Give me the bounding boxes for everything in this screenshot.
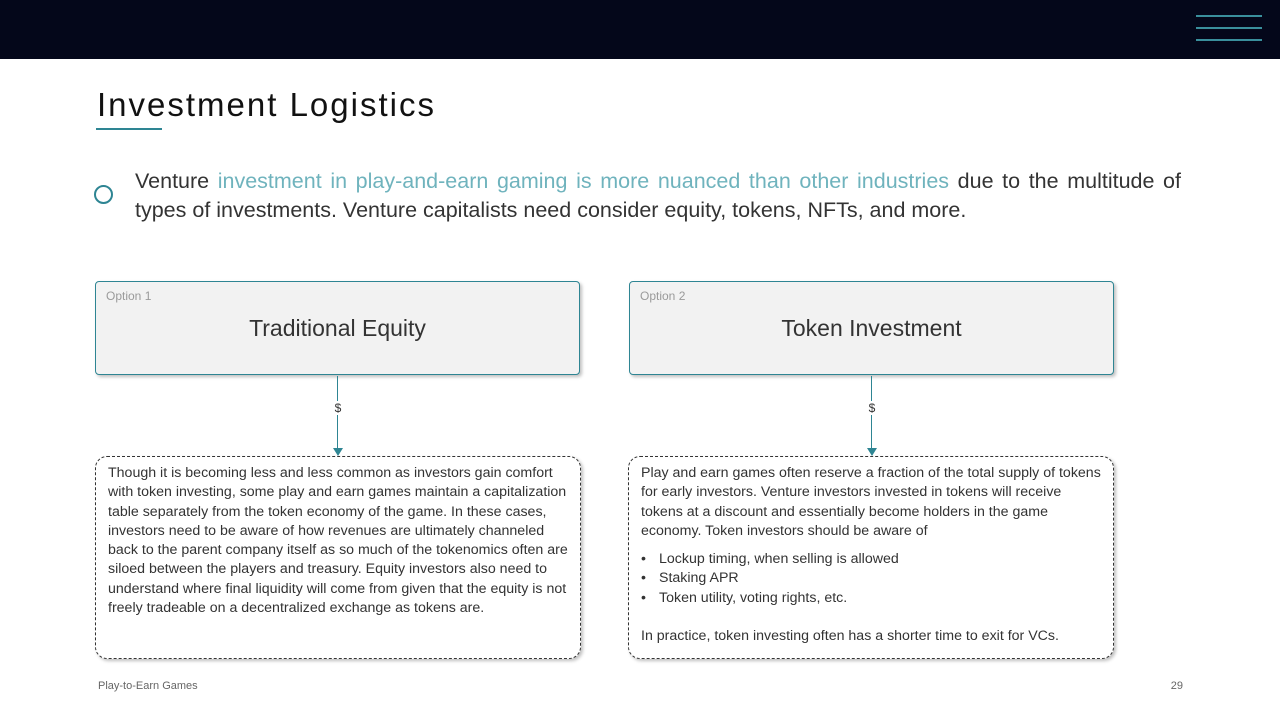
list-item: Token utility, voting rights, etc. — [641, 589, 1101, 609]
option-1-description-box: Though it is becoming less and less comm… — [95, 456, 581, 659]
option-1-label: Option 1 — [106, 289, 152, 303]
title-underline — [96, 128, 162, 130]
footer-title: Play-to-Earn Games — [98, 680, 198, 692]
intro-text-before: Venture — [135, 169, 218, 193]
slide-title: Investment Logistics — [97, 86, 436, 123]
option-2-arrowhead — [867, 448, 877, 456]
intro-text-after: due to the multitude of types of investm… — [135, 169, 1181, 222]
circle-bullet-icon — [94, 185, 113, 204]
option-2-title: Token Investment — [781, 315, 962, 341]
option-1-box: Option 1 Traditional Equity — [95, 281, 580, 375]
option-1-description: Though it is becoming less and less comm… — [108, 465, 568, 617]
option-2-dollar-label: $ — [862, 401, 882, 415]
option-2-description-box: Play and earn games often reserve a frac… — [628, 456, 1114, 659]
list-item: Staking APR — [641, 569, 1101, 589]
option-1-dollar-label: $ — [328, 401, 348, 415]
option-1-arrowhead — [333, 448, 343, 456]
page-number: 29 — [1170, 680, 1183, 692]
option-2-bullet-list: Lockup timing, when selling is allowed S… — [641, 550, 1101, 608]
option-2-box: Option 2 Token Investment — [629, 281, 1114, 375]
intro-highlight: investment in play-and-earn gaming is mo… — [217, 169, 950, 193]
header-bar — [0, 0, 1280, 59]
list-item: Lockup timing, when selling is allowed — [641, 550, 1101, 570]
option-2-closing: In practice, token investing often has a… — [641, 628, 1059, 645]
option-2-label: Option 2 — [640, 289, 686, 303]
intro-paragraph: Venture investment in play-and-earn gami… — [135, 167, 1181, 225]
hamburger-menu-icon[interactable] — [1196, 15, 1262, 43]
option-1-title: Traditional Equity — [249, 315, 426, 341]
option-2-description: Play and earn games often reserve a frac… — [641, 465, 1101, 539]
